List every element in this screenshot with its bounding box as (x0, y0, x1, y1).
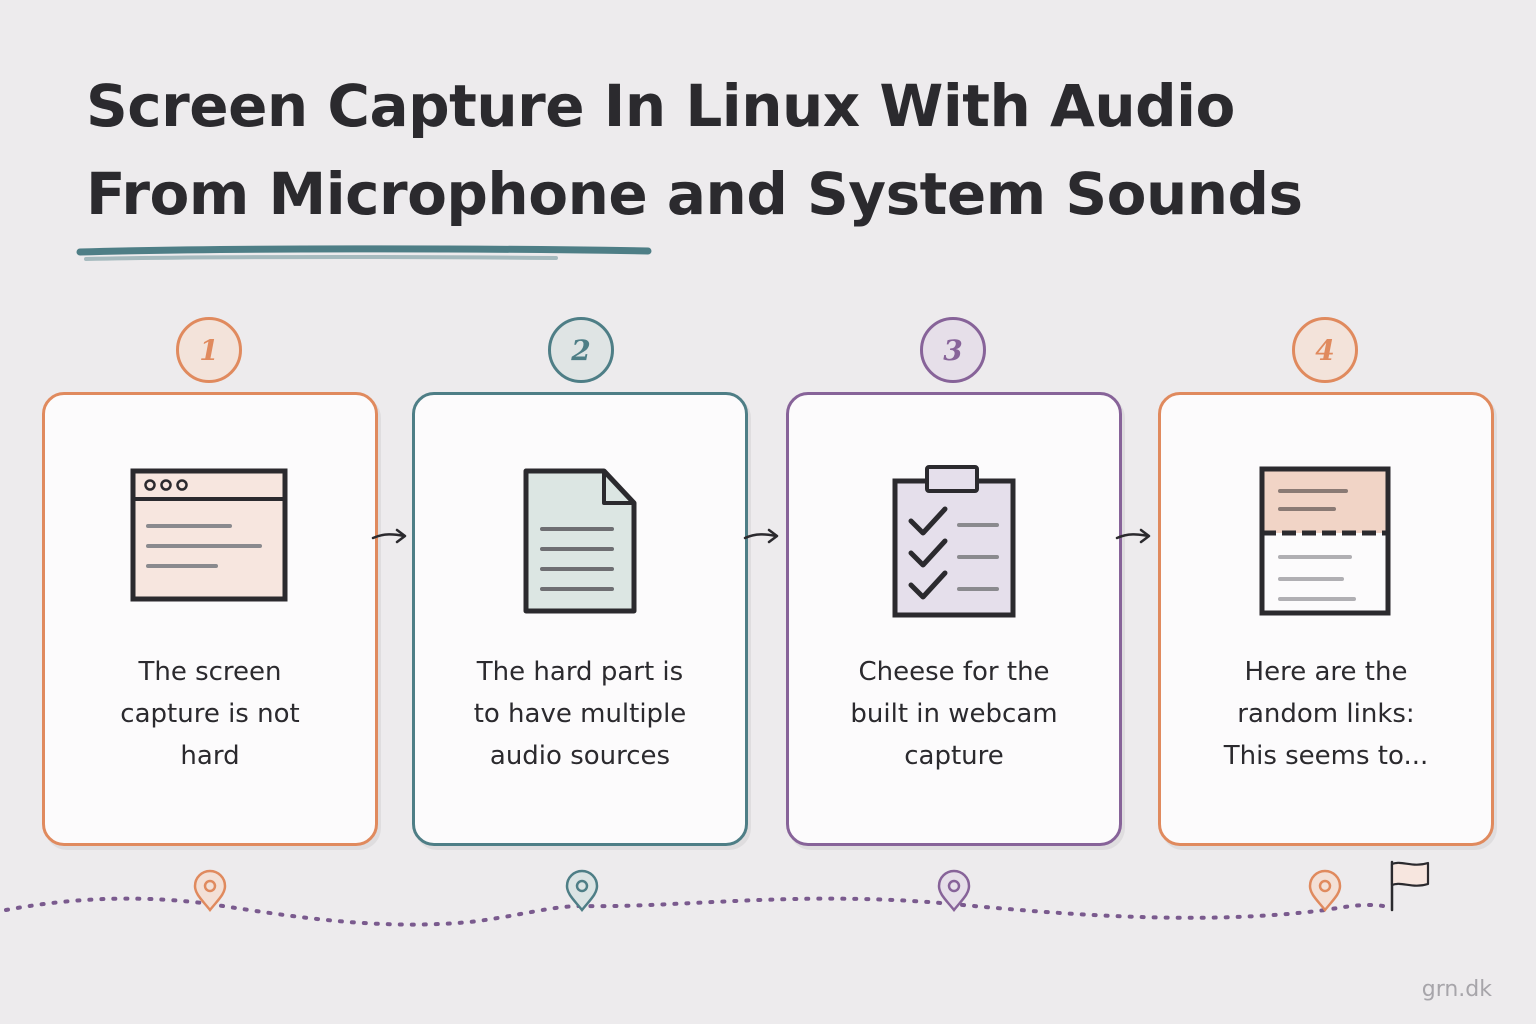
map-pin-icon (193, 869, 227, 913)
step-2-card: The hard part is to have multiple audio … (412, 392, 748, 846)
step-1-text-line: hard (180, 741, 240, 771)
step-1-card: The screen capture is not hard (42, 392, 378, 846)
arrow-right-icon (743, 528, 779, 544)
step-3-text-line: Cheese for the (858, 657, 1050, 687)
step-3-card: Cheese for the built in webcam capture (786, 392, 1122, 846)
step-1-text-line: The screen (138, 657, 282, 687)
checklist-clipboard-icon (892, 465, 1016, 618)
step-4-number-badge: 4 (1292, 317, 1358, 383)
step-4-text-line: This seems to... (1223, 741, 1429, 771)
arrow-right-icon (1115, 528, 1151, 544)
step-4-card: Here are the random links: This seems to… (1158, 392, 1494, 846)
timeline-path (4, 860, 1430, 927)
step-2-text-line: audio sources (489, 741, 671, 771)
arrow-right-icon (371, 528, 407, 544)
title-underline (76, 245, 652, 261)
map-pin-icon (1308, 869, 1342, 913)
browser-window-icon (130, 468, 288, 602)
title-line-1: Screen Capture In Linux With Audio (86, 72, 1235, 140)
finish-flag-icon (1390, 860, 1430, 912)
step-3-text-line: capture (904, 741, 1004, 771)
step-2-number-badge: 2 (548, 317, 614, 383)
step-3-text-line: built in webcam (850, 699, 1058, 729)
step-4-text-line: Here are the (1244, 657, 1408, 687)
step-3-number-badge: 3 (920, 317, 986, 383)
watermark: grn.dk (1421, 977, 1492, 1002)
title-line-2: From Microphone and System Sounds (86, 160, 1303, 228)
step-2-text-line: to have multiple (473, 699, 687, 729)
map-pin-icon (565, 869, 599, 913)
step-2-text-line: The hard part is (476, 657, 684, 687)
step-4-text: Here are the random links: This seems to… (1181, 651, 1471, 777)
document-icon (523, 468, 637, 614)
page-title: Screen Capture In Linux With Audio From … (86, 62, 1303, 238)
split-panel-icon (1259, 466, 1391, 616)
step-1-text: The screen capture is not hard (65, 651, 355, 777)
step-1-text-line: capture is not (120, 699, 300, 729)
step-1-number-badge: 1 (176, 317, 242, 383)
step-3-text: Cheese for the built in webcam capture (809, 651, 1099, 777)
step-2-text: The hard part is to have multiple audio … (435, 651, 725, 777)
step-4-text-line: random links: (1237, 699, 1415, 729)
map-pin-icon (937, 869, 971, 913)
